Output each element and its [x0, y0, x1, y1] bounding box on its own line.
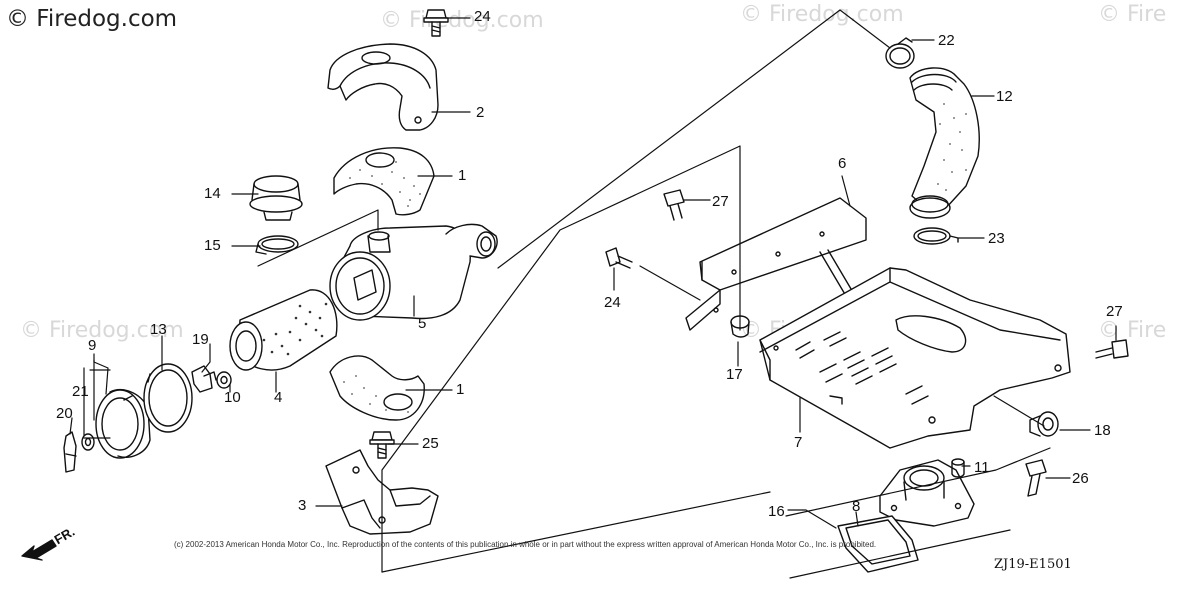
air-cleaner-case-5	[329, 223, 498, 321]
watermark-faint: © Firedog.com	[740, 2, 904, 27]
wing-bolt-19	[191, 365, 217, 393]
label-24-top: 24	[474, 8, 491, 25]
label-8: 8	[852, 498, 861, 515]
bolt-25	[369, 431, 395, 459]
label-5: 5	[418, 315, 427, 332]
label-6: 6	[838, 155, 847, 172]
leader-lines	[69, 9, 1117, 579]
label-27-right: 27	[1106, 303, 1123, 320]
shell-1-upper	[333, 147, 435, 216]
label-24-mid: 24	[604, 294, 621, 311]
bracket-6	[685, 197, 867, 331]
label-17: 17	[726, 366, 743, 383]
label-9: 9	[88, 337, 97, 354]
label-23: 23	[988, 230, 1005, 247]
drawing-id: ZJ19-E1501	[994, 557, 1072, 572]
watermark-faint: © Firedog.com	[380, 8, 544, 33]
label-4: 4	[274, 389, 283, 406]
watermark-main: © Firedog.com	[6, 6, 178, 32]
shell-1-lower	[329, 355, 425, 421]
label-19: 19	[192, 331, 209, 348]
bolt-24-mid	[605, 247, 633, 269]
label-22: 22	[938, 32, 955, 49]
label-26: 26	[1072, 470, 1089, 487]
joint-16	[879, 459, 975, 527]
watermark-faint: © Fire	[1098, 2, 1167, 27]
label-11: 11	[974, 459, 990, 476]
label-15: 15	[204, 237, 221, 254]
grommet-18	[1029, 411, 1059, 437]
filter-element-4	[229, 289, 338, 371]
label-14: 14	[204, 185, 221, 202]
clamp-22	[885, 37, 915, 69]
gasket-8	[837, 515, 919, 573]
plate-7	[759, 267, 1071, 449]
cover-9	[95, 389, 151, 459]
label-10: 10	[224, 389, 241, 406]
label-2: 2	[476, 104, 485, 121]
cap-14	[249, 175, 303, 221]
gasket-13	[143, 363, 193, 433]
bolt-27-right	[1095, 339, 1129, 359]
pin-11	[951, 458, 965, 478]
label-13: 13	[150, 321, 167, 338]
label-25: 25	[422, 435, 439, 452]
watermark-faint: © Firedog.com	[20, 318, 184, 343]
label-27-upper: 27	[712, 193, 729, 210]
bolt-27-upper	[663, 189, 685, 221]
label-18: 18	[1094, 422, 1111, 439]
label-3: 3	[298, 497, 307, 514]
label-1-upper: 1	[458, 167, 467, 184]
clamp-15	[255, 235, 299, 255]
clamp-23	[913, 227, 959, 245]
label-21: 21	[72, 383, 89, 400]
wing-nut-20	[63, 431, 77, 473]
label-1-lower: 1	[456, 381, 465, 398]
bolt-26	[1025, 459, 1047, 497]
plate-slots	[795, 331, 929, 405]
label-20: 20	[56, 405, 73, 422]
label-12: 12	[996, 88, 1013, 105]
hose-12	[909, 67, 980, 219]
label-7: 7	[794, 434, 803, 451]
arrow-down-left-icon	[21, 539, 57, 561]
watermark-faint: © Fire	[1098, 318, 1167, 343]
copyright-notice: (c) 2002-2013 American Honda Motor Co., …	[174, 540, 877, 549]
upper-bracket-2	[327, 43, 439, 131]
label-16: 16	[768, 503, 785, 520]
bolt-24-top	[423, 9, 449, 37]
washer-10	[216, 371, 232, 389]
